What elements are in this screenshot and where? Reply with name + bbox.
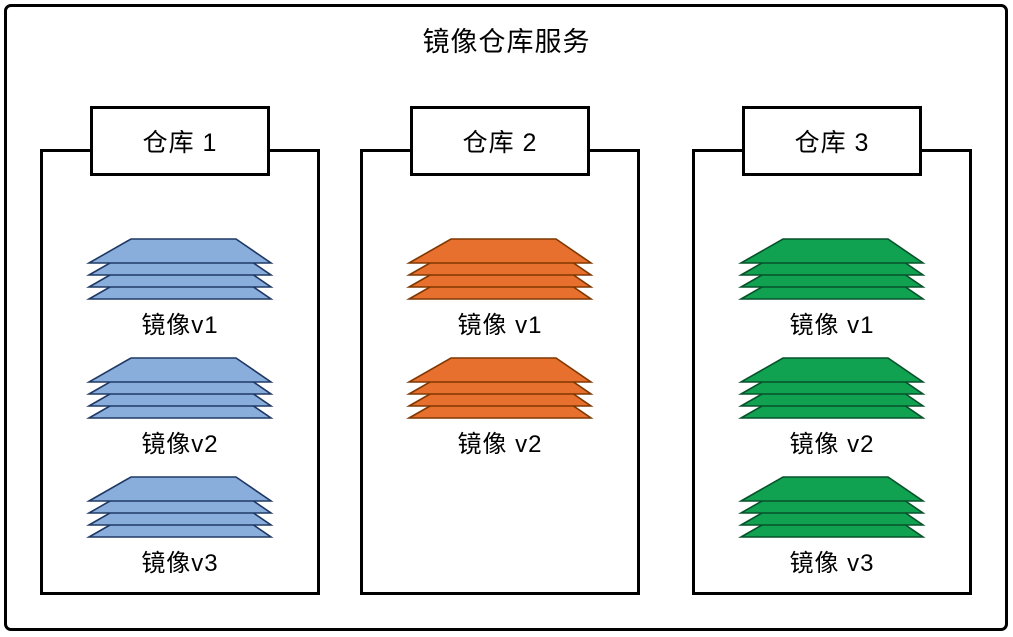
image-layers-icon bbox=[405, 357, 594, 419]
image-layers-icon bbox=[85, 238, 274, 300]
image-version-label: 镜像 v2 bbox=[457, 431, 543, 458]
repository-name: 仓库 2 bbox=[462, 129, 538, 157]
repository-container: 仓库 1 镜像v1 镜像v2 镜像v3 bbox=[40, 106, 320, 595]
image-stacks: 镜像 v1 镜像 v2 bbox=[360, 237, 640, 475]
repository-name: 仓库 1 bbox=[142, 129, 218, 157]
image-version-label: 镜像 v1 bbox=[457, 312, 543, 339]
diagram-title: 镜像仓库服务 bbox=[422, 27, 591, 57]
repository-header: 仓库 3 bbox=[742, 106, 922, 176]
repository-header: 仓库 1 bbox=[90, 106, 270, 176]
repository-header: 仓库 2 bbox=[410, 106, 590, 176]
image-stacks: 镜像v1 镜像v2 镜像v3 bbox=[40, 237, 320, 594]
image-stack: 镜像 v1 bbox=[692, 237, 972, 356]
layer-sheet bbox=[85, 476, 274, 502]
repository-container: 仓库 3 镜像 v1 镜像 v2 镜像 v3 bbox=[692, 106, 972, 595]
image-version-label: 镜像v1 bbox=[141, 312, 219, 339]
outer-frame bbox=[4, 4, 1008, 631]
image-stack: 镜像 v2 bbox=[692, 356, 972, 475]
image-layers-icon bbox=[85, 357, 274, 419]
image-layers-icon bbox=[737, 357, 926, 419]
image-stacks: 镜像 v1 镜像 v2 镜像 v3 bbox=[692, 237, 972, 594]
image-version-label: 镜像 v1 bbox=[789, 312, 875, 339]
layer-sheet bbox=[85, 238, 274, 264]
image-stack: 镜像 v3 bbox=[692, 475, 972, 594]
image-stack: 镜像v2 bbox=[40, 356, 320, 475]
image-layers-icon bbox=[737, 238, 926, 300]
layer-sheet bbox=[737, 357, 926, 383]
image-stack: 镜像 v2 bbox=[360, 356, 640, 475]
image-version-label: 镜像v3 bbox=[141, 550, 219, 577]
image-layers-icon bbox=[405, 238, 594, 300]
image-version-label: 镜像 v3 bbox=[789, 550, 875, 577]
image-stack: 镜像v1 bbox=[40, 237, 320, 356]
layer-sheet bbox=[737, 476, 926, 502]
image-stack: 镜像 v1 bbox=[360, 237, 640, 356]
image-version-label: 镜像v2 bbox=[141, 431, 219, 458]
layer-sheet bbox=[737, 238, 926, 264]
layer-sheet bbox=[405, 238, 594, 264]
image-layers-icon bbox=[737, 476, 926, 538]
image-stack: 镜像v3 bbox=[40, 475, 320, 594]
repository-container: 仓库 2 镜像 v1 镜像 v2 bbox=[360, 106, 640, 595]
image-layers-icon bbox=[85, 476, 274, 538]
layer-sheet bbox=[85, 357, 274, 383]
image-version-label: 镜像 v2 bbox=[789, 431, 875, 458]
layer-sheet bbox=[405, 357, 594, 383]
repository-name: 仓库 3 bbox=[794, 129, 870, 157]
